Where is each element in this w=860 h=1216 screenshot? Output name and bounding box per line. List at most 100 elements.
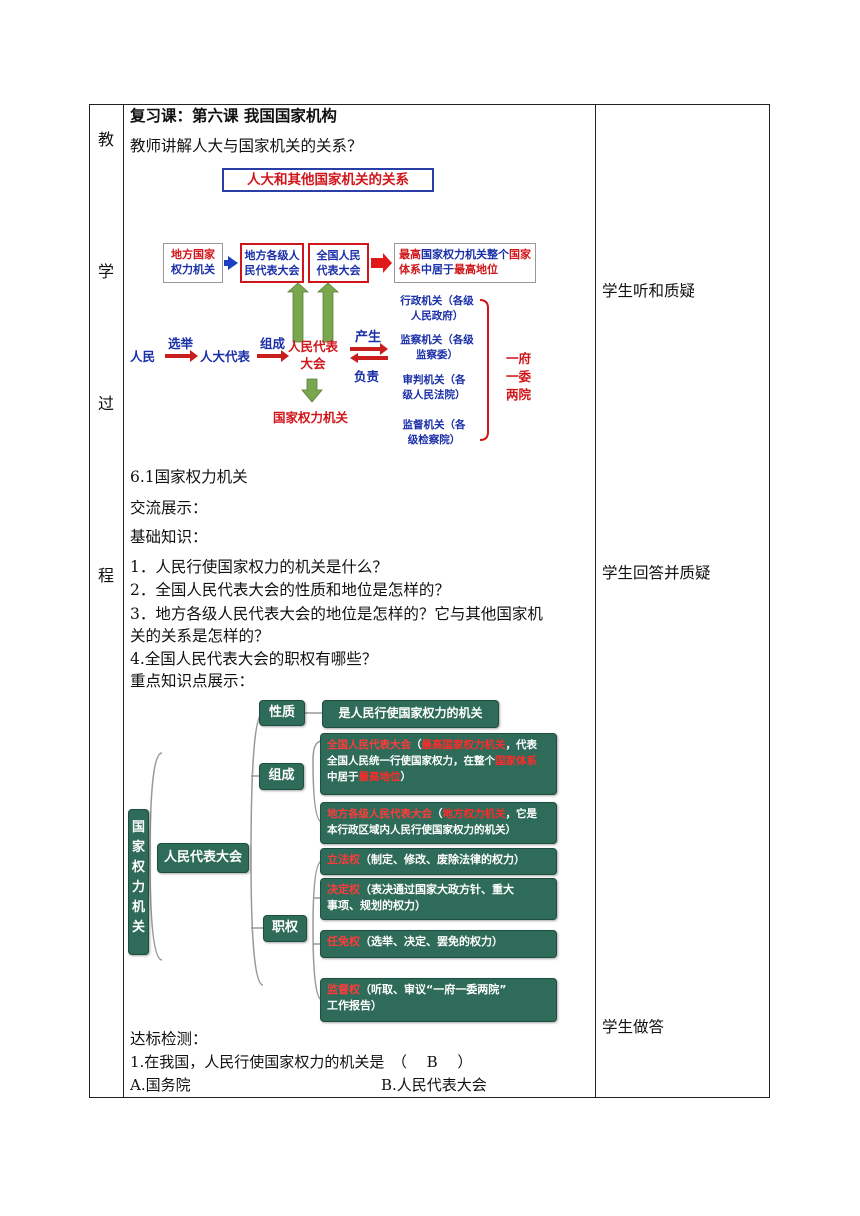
side-label-char: 学 xyxy=(97,262,114,281)
supervision-organ-line: 监察机关（各级 xyxy=(400,334,474,346)
question-3a: 3．地方各级人民代表大会的地位是怎样的？它与其他国家机 xyxy=(130,605,543,623)
power-text: 任免权 xyxy=(327,935,360,948)
procuratorate-organ-line: 级检察院） xyxy=(407,434,461,446)
option-a: A.国务院 xyxy=(130,1076,191,1094)
column-divider-left xyxy=(123,105,124,1097)
power-text: 监督权 xyxy=(327,983,360,996)
question-1: 1．人民行使国家权力的机关是什么？ xyxy=(130,558,388,576)
people-label: 人民 xyxy=(130,349,156,364)
option-b: B.人民代表大会 xyxy=(381,1076,487,1094)
compose-label: 组成 xyxy=(260,336,286,351)
power-text: 决定权 xyxy=(327,883,360,896)
side-label-char: 教 xyxy=(97,130,114,149)
local-organ-text: 权力机关 xyxy=(171,263,215,276)
powers-node: 职权 xyxy=(263,915,307,942)
nature-node: 性质 xyxy=(259,700,305,726)
highest-status-box: 最高国家权力机关整个国家 体系中居于最高地位 xyxy=(394,243,536,283)
supervision-organ-text: 监察机关（各级 监察委） xyxy=(394,333,480,363)
power-text: 工作报告） xyxy=(327,999,382,1012)
root-node-text: 国家权力机关 xyxy=(131,820,145,935)
power-text: （选举、决定、罢免的权力） xyxy=(360,935,503,948)
highest-text: 最高 xyxy=(399,248,421,261)
note-answer: 学生回答并质疑 xyxy=(602,564,711,582)
blue-arrow-icon xyxy=(224,256,238,270)
question-3b: 关的关系是怎样的？ xyxy=(130,627,270,645)
red-arrow-icon xyxy=(371,253,392,273)
note-do: 学生做答 xyxy=(602,1018,665,1036)
check-label: 达标检测： xyxy=(130,1030,208,1048)
local-congress-text: 民代表大会 xyxy=(244,264,300,277)
admin-organ-text: 行政机关（各级 人民政府） xyxy=(394,294,480,324)
compose-arrow-icon xyxy=(257,350,289,362)
highest-text: 体系 xyxy=(399,263,421,276)
one-gov-line: 一委 xyxy=(506,369,532,384)
congress-label-line: 人民代表 xyxy=(288,339,339,354)
elect-label: 选举 xyxy=(168,336,194,351)
local-organ-text: 地方国家 xyxy=(171,248,215,261)
highest-text: 国家 xyxy=(509,248,531,261)
one-gov-label: 一府 一委 两院 xyxy=(506,350,531,404)
question-4: 4.全国人民代表大会的职权有哪些？ xyxy=(130,650,378,668)
green-up-arrow-icon xyxy=(286,282,310,343)
column-divider-right xyxy=(595,105,596,1097)
local-text: 地方权力机关 xyxy=(442,808,506,820)
npc-text: ，代表 xyxy=(505,739,538,751)
power-text: （听取、审议“一府一委两院” xyxy=(360,983,507,996)
npc-text: 全国人民统一行使国家权力，在整个 xyxy=(327,755,495,767)
supervision-organ-line: 监察委） xyxy=(416,349,458,361)
procuratorate-organ-text: 监督机关（各 级检察院） xyxy=(394,418,474,448)
state-power-organ-label: 国家权力机关 xyxy=(273,410,349,425)
court-organ-line: 级人民法院） xyxy=(402,389,466,401)
highest-text: 国家权力机关整个 xyxy=(421,248,509,261)
test-question-1: 1.在我国，人民行使国家权力的机关是 （ B ） xyxy=(130,1053,473,1071)
deputies-label: 人大代表 xyxy=(200,349,251,364)
composition-node: 组成 xyxy=(259,763,304,790)
diagram-arrows-svg xyxy=(165,253,489,441)
elect-arrow-icon xyxy=(165,350,198,362)
power-text: （制定、修改、废除法律的权力） xyxy=(360,853,525,866)
court-organ-text: 审判机关（各 级人民法院） xyxy=(394,373,474,403)
highest-text: 最高地位 xyxy=(454,263,498,276)
npc-text: 国家体系 xyxy=(495,755,537,767)
green-down-arrow-icon xyxy=(301,378,323,403)
npc-text: 最高国家权力机关 xyxy=(421,739,506,751)
local-text: 本行政区域内人民行使国家权力的机关） xyxy=(327,824,516,836)
side-label-char: 过 xyxy=(97,394,114,413)
congress-label-line: 大会 xyxy=(300,356,326,371)
appointment-power-node: 任免权（选举、决定、罢免的权力） xyxy=(320,930,557,958)
lesson-heading: 复习课：第六课 我国国家机构 xyxy=(130,107,337,125)
produce-label: 产生 xyxy=(355,330,382,345)
basic-label: 基础知识： xyxy=(130,528,208,546)
bracket-icon xyxy=(479,299,489,441)
npc-text: 中居于 xyxy=(327,771,359,783)
national-congress-text: 代表大会 xyxy=(316,264,361,277)
responsible-label: 负责 xyxy=(354,369,380,384)
npc-text: 最高地位 xyxy=(358,771,401,783)
local-congress-text: 地方各级人 xyxy=(244,249,300,262)
procuratorate-organ-line: 监督机关（各 xyxy=(402,419,466,431)
npc-text: （ xyxy=(411,739,422,751)
npc-node: 全国人民代表大会（最高国家权力机关，代表 全国人民统一行使国家权力，在整个国家体… xyxy=(320,733,557,795)
side-label-char: 程 xyxy=(97,566,114,585)
exchange-label: 交流展示： xyxy=(130,499,208,517)
section-title: 6.1国家权力机关 xyxy=(130,468,248,486)
question-2: 2．全国人民代表大会的性质和地位是怎样的？ xyxy=(130,581,450,599)
supervision-power-node: 监督权（听取、审议“一府一委两院” 工作报告） xyxy=(320,978,557,1022)
green-up-arrow-icon xyxy=(316,282,340,343)
one-gov-line: 一府 xyxy=(506,351,532,366)
one-gov-line: 两院 xyxy=(506,387,532,402)
diagram-title: 人大和其他国家机关的关系 xyxy=(222,168,434,192)
local-congress-box: 地方各级人 民代表大会 xyxy=(240,243,304,283)
power-text: 立法权 xyxy=(327,853,360,866)
nature-text-node: 是人民行使国家权力的机关 xyxy=(322,700,499,728)
power-text: （表决通过国家大政方针、重大 xyxy=(360,883,514,896)
npc-text: 全国人民代表大会 xyxy=(327,739,411,751)
lesson-table xyxy=(89,104,770,1098)
center-node: 人民代表大会 xyxy=(157,843,249,873)
national-congress-box: 全国人民 代表大会 xyxy=(308,243,369,283)
court-organ-line: 审判机关（各 xyxy=(402,374,466,386)
admin-organ-line: 行政机关（各级 xyxy=(400,295,474,307)
power-text: 事项、规划的权力） xyxy=(327,899,426,912)
root-node: 国家权力机关 xyxy=(128,809,149,955)
responsible-arrow-icon xyxy=(350,353,388,363)
